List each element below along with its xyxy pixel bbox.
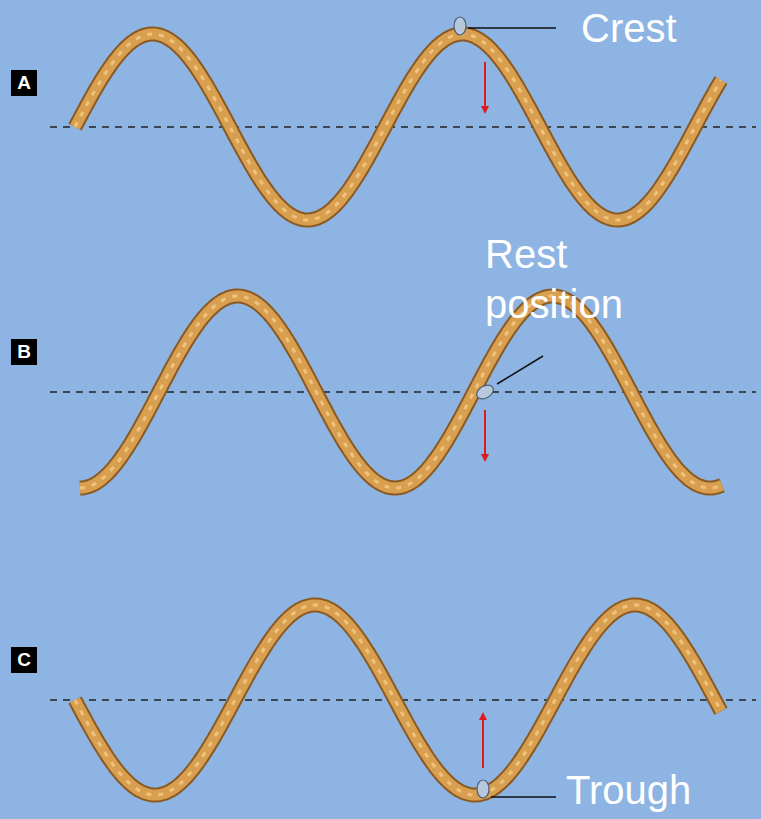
panel-letter: B [11, 339, 37, 365]
rope-strand [75, 34, 721, 220]
trough-label: Trough [566, 765, 751, 815]
rope-strand [80, 296, 722, 488]
knot [454, 17, 496, 798]
rope-strand [75, 605, 721, 795]
panel-letter: C [11, 647, 37, 673]
rope-strand [75, 605, 721, 795]
rest-position-label: Rest position [485, 229, 675, 329]
rope-strand [80, 296, 722, 488]
rope-strand [75, 34, 721, 220]
rope-strand [75, 34, 721, 220]
rope-strand [75, 605, 721, 795]
panel-letter: A [11, 70, 37, 96]
crest-label: Crest [581, 3, 751, 53]
leader-line [468, 28, 556, 797]
motion-arrow [483, 62, 485, 768]
rope [75, 34, 722, 795]
rope-strand [80, 296, 722, 488]
